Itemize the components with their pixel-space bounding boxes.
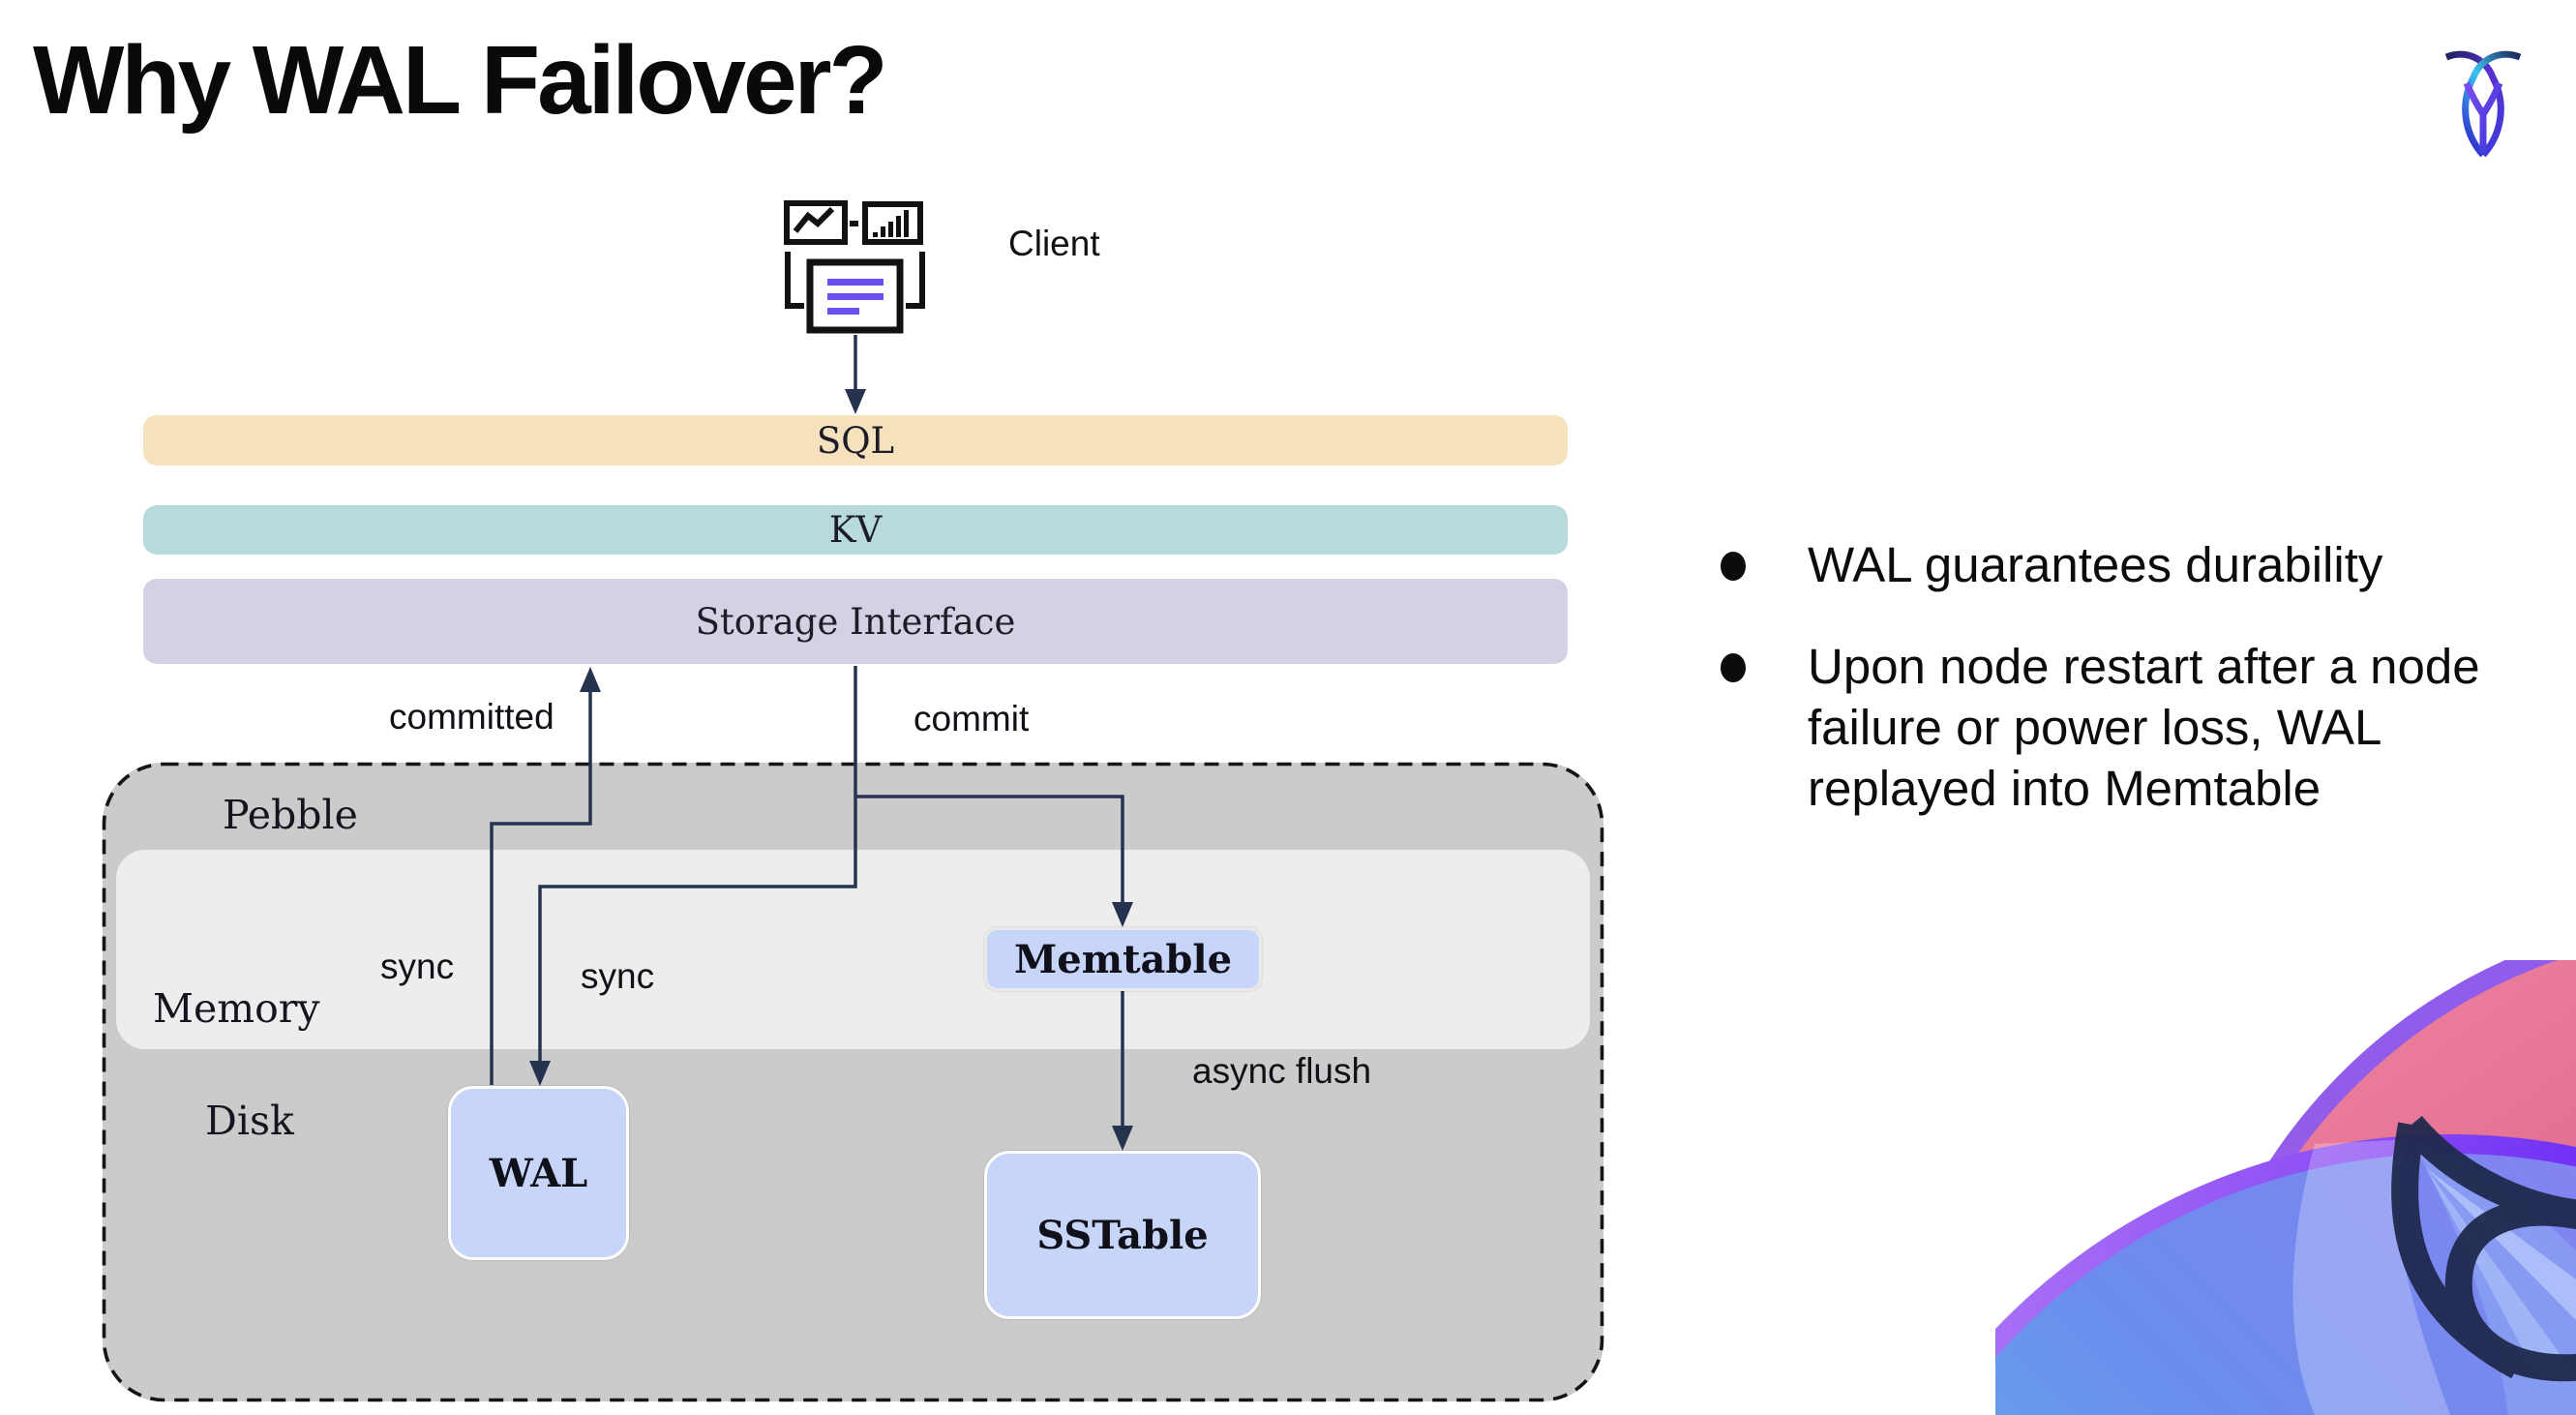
memtable-node: Memtable (984, 927, 1262, 991)
wal-label: WAL (489, 1150, 588, 1196)
dash-glyph (850, 221, 858, 226)
async-flush-label: async flush (1192, 1051, 1372, 1091)
brand-gradient-art (1995, 960, 2576, 1415)
client-label: Client (1008, 224, 1100, 263)
layer-sql-label: SQL (816, 419, 895, 462)
memtable-label: Memtable (1013, 936, 1233, 982)
bullet-dot (1721, 653, 1746, 682)
leaf-highlight (2292, 1139, 2450, 1415)
sstable-label: SSTable (1036, 1212, 1209, 1258)
bullet-text: Upon node restart after a node failure o… (1808, 639, 2480, 816)
page-title: Why WAL Failover? (33, 26, 888, 135)
bracket-left (785, 252, 804, 309)
cockroachdb-logo-icon (2444, 50, 2522, 158)
layer-storage-interface: Storage Interface (143, 579, 1568, 664)
pebble-label: Pebble (223, 792, 358, 838)
glyph-strokes (2391, 1115, 2576, 1382)
sync-right-label: sync (581, 956, 655, 996)
memory-region (116, 850, 1590, 1049)
list-item: Upon node restart after a node failure o… (1719, 636, 2522, 819)
leaf-highlight (2411, 1139, 2576, 1415)
sync-left-label: sync (380, 947, 455, 986)
bullet-list: WAL guarantees durability Upon node rest… (1719, 534, 2522, 819)
commit-label: commit (914, 699, 1030, 738)
sstable-node: SSTable (984, 1151, 1261, 1319)
blue-circle (1995, 1134, 2576, 1415)
disk-label: Disk (205, 1098, 294, 1144)
bullet-text: WAL guarantees durability (1808, 537, 2383, 592)
bullet-dot (1721, 552, 1746, 581)
layer-sql: SQL (143, 415, 1568, 466)
leaf-fan (2426, 1168, 2576, 1320)
wal-node: WAL (448, 1086, 629, 1260)
layer-kv-label: KV (828, 509, 883, 551)
line-chart-icon (784, 200, 848, 245)
layer-storage-label: Storage Interface (695, 600, 1016, 643)
client-dashboard-icon (784, 200, 925, 334)
leaf-fan (2426, 1168, 2576, 1376)
layer-kv: KV (143, 505, 1568, 555)
committed-label: committed (389, 697, 554, 737)
memory-label: Memory (153, 985, 320, 1032)
bracket-right (906, 252, 925, 309)
bar-chart-icon (862, 201, 923, 245)
list-item: WAL guarantees durability (1719, 534, 2522, 595)
